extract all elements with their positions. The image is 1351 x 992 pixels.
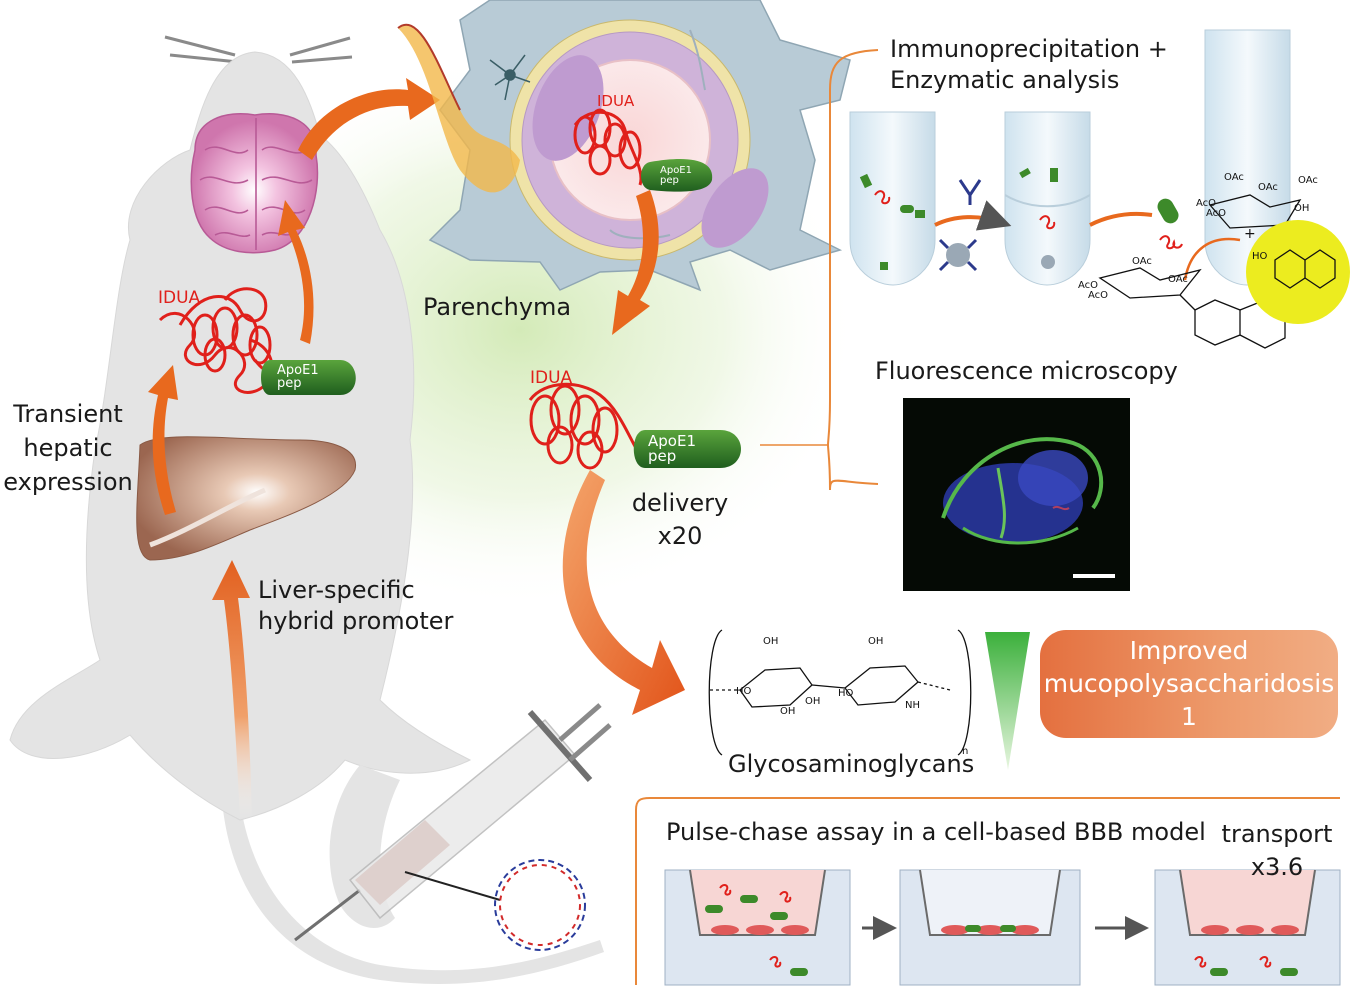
transwell-2 bbox=[899, 869, 1081, 986]
coumarin-molecule bbox=[1274, 249, 1336, 289]
chem-ho-coumarin: HO bbox=[1252, 251, 1268, 262]
chem-oac-4: OAc bbox=[1132, 256, 1152, 267]
vessel-down-arrow bbox=[612, 190, 659, 335]
pulse-chase-label: Pulse-chase assay in a cell-based BBB mo… bbox=[666, 818, 1206, 846]
pep-delivered bbox=[633, 430, 741, 468]
product-molecule bbox=[1208, 194, 1302, 229]
syringe bbox=[294, 703, 612, 942]
coumarin-circle bbox=[1246, 220, 1350, 324]
brain-up-arrow bbox=[278, 200, 314, 344]
mouse-arrows bbox=[148, 78, 440, 820]
chem-oac-2: OAc bbox=[1258, 182, 1278, 193]
antibody-bead bbox=[938, 179, 982, 272]
liver bbox=[136, 436, 356, 561]
pep-mouse-label: ApoE1 pep bbox=[277, 363, 319, 391]
transport-label: transport x3.6 bbox=[1221, 820, 1333, 881]
chem-aco-2: AcO bbox=[1206, 208, 1227, 219]
idua-vessel-label: IDUA bbox=[597, 92, 635, 110]
improved-mps-label: Improved mucopolysaccharidosis 1 markers bbox=[1043, 636, 1335, 764]
gag-ho-1: HO bbox=[736, 686, 752, 697]
gag-oh-1: OH bbox=[763, 636, 779, 647]
plasmid bbox=[494, 859, 586, 951]
pep-vessel bbox=[641, 159, 713, 192]
liver-up-arrow bbox=[148, 365, 178, 515]
idua-delivered-label: IDUA bbox=[530, 368, 573, 388]
delivery-arrow bbox=[562, 470, 685, 715]
pep-mouse bbox=[261, 360, 356, 395]
gag-nh: NH bbox=[905, 700, 920, 711]
whiskers bbox=[164, 35, 353, 64]
chem-oac-5: OAc bbox=[1168, 274, 1188, 285]
brain bbox=[190, 113, 319, 254]
idua-mouse-label: IDUA bbox=[158, 288, 201, 308]
analysis-bracket bbox=[826, 49, 879, 491]
reduction-wedge bbox=[985, 632, 1030, 770]
parenchyma-label: Parenchyma bbox=[423, 293, 572, 321]
transient-hepatic-label: Transient hepatic expression bbox=[3, 400, 133, 496]
pep-vessel-label: ApoE1 pep bbox=[660, 165, 692, 186]
chem-oac-3: OAc bbox=[1298, 175, 1318, 186]
gag-n: n bbox=[962, 746, 969, 757]
glycosaminoglycans-label: Glycosaminoglycans bbox=[728, 750, 975, 778]
step-arrow-1 bbox=[934, 200, 1012, 231]
chem-plus: + bbox=[1244, 226, 1256, 242]
free-pep bbox=[1157, 198, 1179, 224]
gag-oh-2: OH bbox=[868, 636, 884, 647]
pep-delivered-label: ApoE1 pep bbox=[648, 432, 696, 465]
gag-oh-4: OH bbox=[780, 706, 796, 717]
chem-aco-4: AcO bbox=[1088, 290, 1109, 301]
chem-oh-1: OH bbox=[1294, 203, 1310, 214]
gag-structure bbox=[708, 629, 972, 756]
chem-aco-1: AcO bbox=[1196, 198, 1217, 209]
gag-ho-2: HO bbox=[838, 688, 854, 699]
fluorescence-title: Fluorescence microscopy bbox=[875, 357, 1178, 385]
pulse-chase-bracket bbox=[635, 797, 1340, 985]
tube-1 bbox=[849, 111, 936, 286]
immuno-title: Immunoprecipitation + Enzymatic analysis bbox=[890, 35, 1168, 94]
chem-aco-3: AcO bbox=[1078, 280, 1099, 291]
mouse-body bbox=[9, 51, 472, 821]
transwell-1 bbox=[664, 869, 851, 986]
improved-mps-box: Improved mucopolysaccharidosis 1 markers bbox=[1040, 630, 1338, 764]
free-idua bbox=[1159, 235, 1183, 250]
transwell-3 bbox=[1154, 869, 1341, 986]
idua-delivered bbox=[528, 382, 642, 470]
gag-oh-3: OH bbox=[805, 696, 821, 707]
tube-2 bbox=[1004, 111, 1091, 286]
enzyme-arrow bbox=[1183, 237, 1241, 281]
promoter-arrow bbox=[212, 560, 252, 820]
chem-oac-1: OAc bbox=[1224, 172, 1244, 183]
brain-to-vessel-arrow bbox=[298, 78, 440, 160]
fluorescence-image bbox=[903, 398, 1130, 591]
delivery-label: delivery x20 bbox=[631, 489, 729, 550]
idua-vessel bbox=[573, 108, 643, 186]
step-arrow-2 bbox=[1089, 211, 1153, 227]
liver-promoter-label: Liver-specific hybrid promoter bbox=[258, 576, 454, 635]
